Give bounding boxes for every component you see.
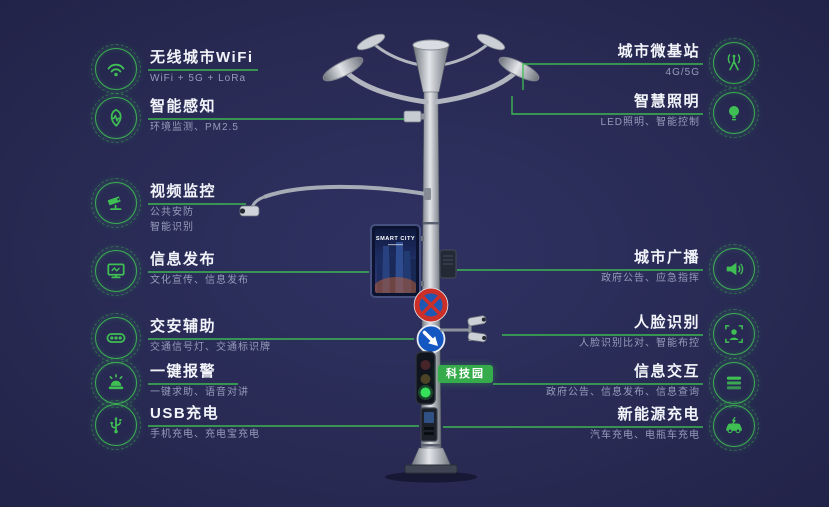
cctv-camera (239, 205, 260, 217)
sos-alarm-icon (91, 358, 141, 408)
feature-subtitle: 环境监测、PM2.5 (150, 122, 239, 133)
traffic-light (415, 351, 436, 405)
traffic-assist-icon (91, 313, 141, 363)
feature-subtitle: 文化宣传、信息发布 (150, 275, 249, 286)
dual-surveillance-cameras (440, 315, 487, 343)
feature-smart-sensing: 智能感知 环境监测、PM2.5 (91, 93, 239, 143)
feature-subtitle: WiFi + 5G + LoRa (150, 73, 247, 84)
direction-arrow-sign (416, 324, 446, 354)
feature-usb-charging: USB充电 手机充电、充电宝充电 (91, 400, 260, 450)
feature-one-key-alarm: 一键报警 一键求助、语音对讲 (91, 358, 249, 408)
smart-sensing-icon (91, 93, 141, 143)
feature-title: 智慧照明 (633, 93, 700, 110)
feature-subtitle: 公共安防 (150, 207, 194, 218)
feature-subtitle: 政府公告、应急指挥 (601, 273, 700, 284)
feature-title: 信息发布 (150, 251, 217, 268)
ground-shadow (385, 471, 477, 483)
feature-smart-lighting: 智慧照明 LED照明、智能控制 (600, 88, 759, 138)
micro-basestation-icon (709, 38, 759, 88)
feature-subtitle: 一键求助、语音对讲 (150, 387, 249, 398)
feature-subtitle: 手机充电、充电宝充电 (150, 429, 260, 440)
pole-shaft (420, 87, 442, 453)
environment-sensor-unit (403, 110, 425, 123)
feature-subtitle: LED照明、智能控制 (600, 117, 700, 128)
feature-face-recognition: 人脸识别 人脸识别比对、智能布控 (579, 309, 759, 359)
feature-title: 智能感知 (150, 98, 217, 115)
info-interaction-icon (709, 358, 759, 408)
feature-city-broadcast: 城市广播 政府公告、应急指挥 (601, 244, 759, 294)
speaker-box (439, 249, 457, 279)
feature-subtitle: 汽车充电、电瓶车充电 (590, 430, 700, 441)
info-display-icon (91, 246, 141, 296)
city-broadcast-icon (709, 244, 759, 294)
feature-subtitle: 政府公告、信息发布、信息查询 (546, 387, 700, 398)
feature-traffic-assist: 交安辅助 交通信号灯、交通标识牌 (91, 313, 271, 363)
feature-title: 新能源充电 (617, 406, 700, 423)
screen-brand-text: SMART CITY (376, 236, 415, 242)
feature-video-surveillance: 视频监控 公共安防 智能识别 (91, 178, 217, 234)
usb-charging-icon (91, 400, 141, 450)
feature-info-publishing: 信息发布 文化宣传、信息发布 (91, 246, 249, 296)
street-lamp-pole: SMART CITY (239, 33, 540, 483)
lamp-head (322, 33, 540, 105)
feature-city-micro-basestation: 城市微基站 4G/5G (617, 38, 759, 88)
face-recognition-icon (709, 309, 759, 359)
feature-title: 城市微基站 (617, 43, 700, 60)
cctv-camera-arm (239, 184, 431, 217)
pole-base (404, 447, 458, 474)
usb-charging-panel (420, 407, 438, 442)
feature-subtitle: 人脸识别比对、智能布控 (579, 338, 700, 349)
feature-subtitle: 4G/5G (665, 67, 700, 78)
feature-info-interaction: 信息交互 政府公告、信息发布、信息查询 (546, 358, 759, 408)
feature-title: 城市广播 (633, 249, 700, 266)
display-screen: SMART CITY (370, 224, 424, 298)
feature-new-energy-charging: 新能源充电 汽车充电、电瓶车充电 (590, 401, 759, 451)
no-parking-sign (413, 287, 449, 323)
feature-title: USB充电 (150, 405, 220, 422)
feature-title: 一键报警 (150, 363, 217, 380)
feature-title: 视频监控 (150, 183, 217, 200)
feature-subtitle: 智能识别 (150, 222, 194, 233)
tech-park-badge: 科技园 (438, 365, 493, 383)
wifi-icon (91, 44, 141, 94)
feature-title: 信息交互 (633, 363, 700, 380)
feature-title: 交安辅助 (150, 318, 217, 335)
video-surveillance-icon (91, 178, 141, 228)
smart-lighting-icon (709, 88, 759, 138)
feature-wireless-city-wifi: 无线城市WiFi WiFi + 5G + LoRa (91, 44, 254, 94)
feature-subtitle: 交通信号灯、交通标识牌 (150, 342, 271, 353)
ev-charging-icon (709, 401, 759, 451)
feature-title: 人脸识别 (633, 314, 700, 331)
feature-title: 无线城市WiFi (150, 49, 254, 66)
